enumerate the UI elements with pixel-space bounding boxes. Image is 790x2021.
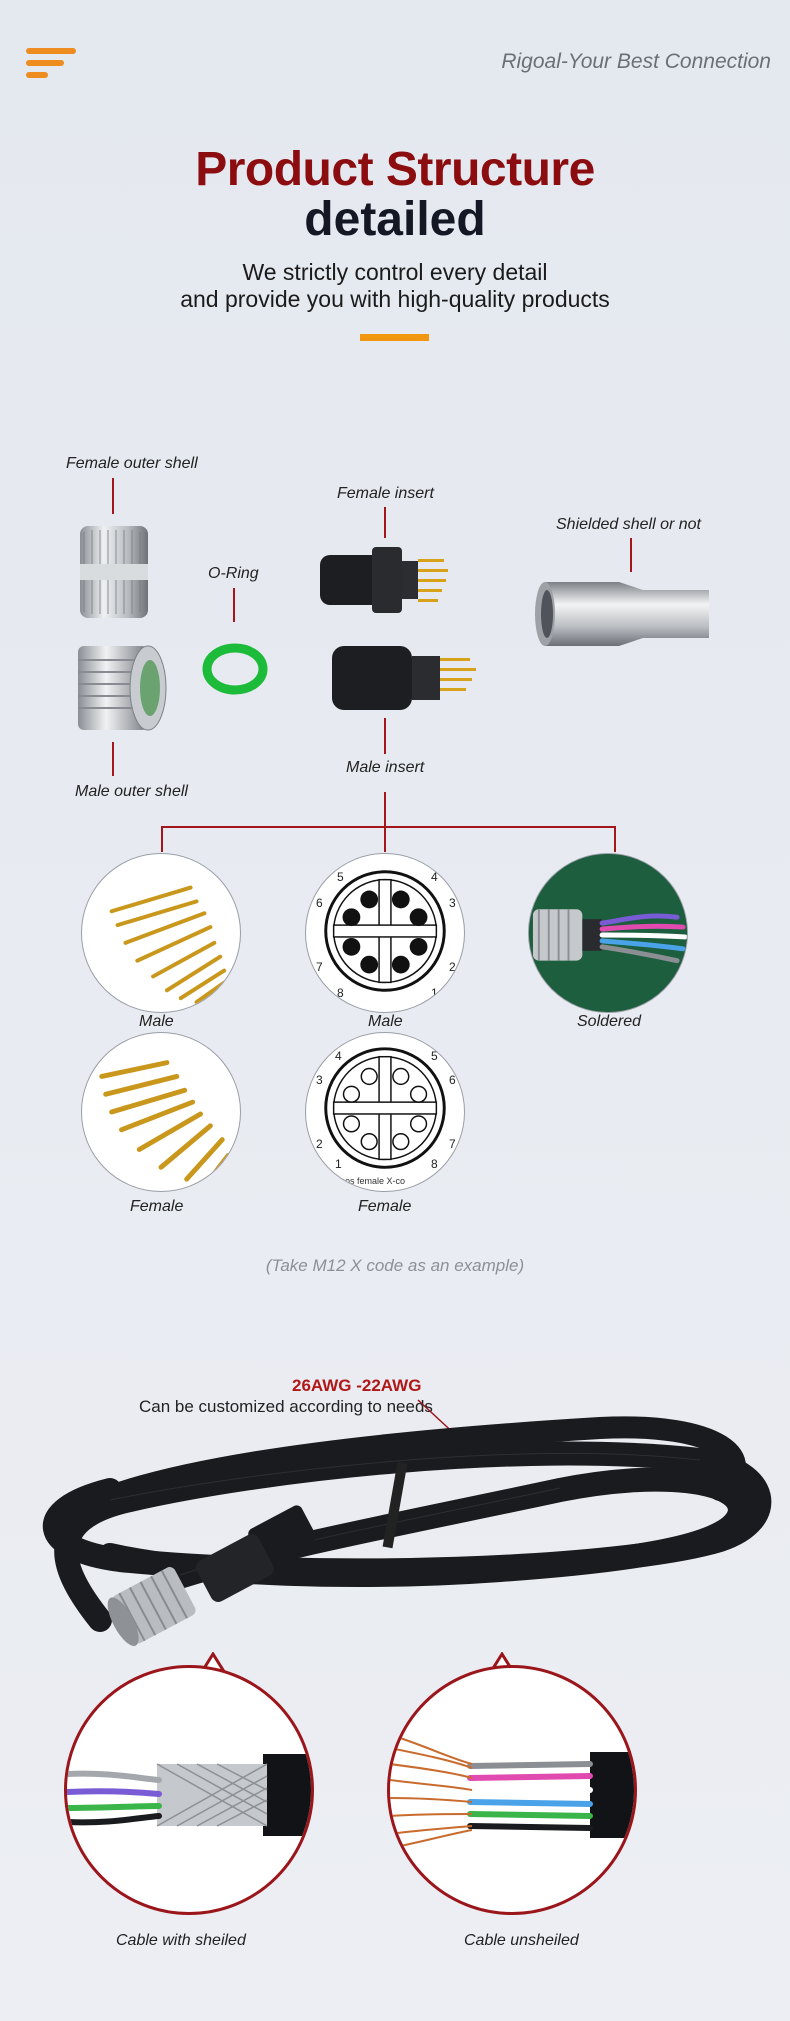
tree-trunk-line: [384, 792, 386, 828]
menu-bar-bottom: [26, 72, 48, 78]
unshielded-cable-image: [390, 1737, 634, 1847]
title-divider: [360, 334, 429, 341]
label-soldered: Soldered: [577, 1013, 642, 1030]
subtitle-line-1: We strictly control every detail: [242, 259, 548, 285]
male-pins-image: [109, 885, 233, 1005]
menu-bar-middle: [26, 60, 64, 66]
label-male-pins: Male: [139, 1013, 174, 1030]
label-female-face: Female: [358, 1198, 412, 1215]
pin-label: 7: [316, 960, 323, 974]
leader-line-male-outer-shell: [112, 742, 114, 776]
pin-label: 7: [449, 1137, 456, 1151]
awg-range-label: 26AWG -22AWG: [292, 1376, 422, 1395]
label-female-outer-shell: Female outer shell: [66, 455, 198, 472]
tree-branch-left: [161, 826, 163, 852]
unshielded-cable-zoom: [387, 1665, 637, 1915]
page-title-secondary: detailed: [304, 193, 486, 246]
tree-branch-center: [384, 826, 386, 852]
male-pinout-diagram: [324, 870, 446, 992]
male-face-circle: 5 4 6 3 7 2 8 1: [305, 853, 465, 1013]
soldered-circle: [528, 853, 688, 1013]
label-male-face: Male: [368, 1013, 403, 1030]
caption-unshielded-cable: Cable unsheiled: [464, 1932, 579, 1949]
leader-line-o-ring: [233, 588, 235, 622]
female-insert-image: [320, 547, 448, 613]
pin-label: 3: [316, 1073, 323, 1087]
pin-label: 8: [431, 1157, 438, 1171]
pin-label: 5: [337, 870, 344, 884]
pin-label: 3: [449, 896, 456, 910]
male-pins-circle: [81, 853, 241, 1013]
pin-label: 1: [335, 1157, 342, 1171]
o-ring-image: [202, 643, 268, 695]
label-female-insert: Female insert: [337, 485, 434, 502]
menu-bar-top: [26, 48, 76, 54]
cable-assembly-image: [42, 1399, 772, 1646]
pin-label: 2: [449, 960, 456, 974]
shielded-cable-image: [67, 1754, 311, 1836]
hamburger-menu-icon[interactable]: [26, 48, 76, 80]
label-shielded-shell: Shielded shell or not: [556, 516, 701, 533]
label-o-ring: O-Ring: [208, 565, 259, 582]
pin-label: 5: [431, 1049, 438, 1063]
female-pins-circle: [81, 1032, 241, 1192]
tree-branch-right: [614, 826, 616, 852]
pin-label: 4: [335, 1049, 342, 1063]
shielded-cable-zoom: [64, 1665, 314, 1915]
pin-label: 1: [431, 986, 438, 1000]
pinout-caption: 8-pos female X-co: [332, 1176, 406, 1186]
label-male-outer-shell: Male outer shell: [75, 783, 188, 800]
brand-tagline: Rigoal-Your Best Connection: [501, 50, 771, 73]
example-note: (Take M12 X code as an example): [265, 1256, 525, 1275]
awg-description: Can be customized according to needs: [139, 1397, 433, 1416]
female-pinout-diagram: [324, 1047, 446, 1169]
label-female-pins: Female: [130, 1198, 184, 1215]
tree-horizontal-line: [161, 826, 616, 828]
pin-label: 6: [449, 1073, 456, 1087]
leader-line-female-outer-shell: [112, 478, 114, 514]
subtitle-line-2: and provide you with high-quality produc…: [180, 286, 610, 312]
leader-line-male-insert: [384, 718, 386, 754]
caption-shielded-cable: Cable with sheiled: [116, 1932, 246, 1949]
page-subtitle: We strictly control every detail and pro…: [0, 259, 790, 313]
page-title: Product Structure: [195, 143, 595, 196]
leader-line-shielded-shell: [630, 538, 632, 572]
pin-label: 8: [337, 986, 344, 1000]
male-outer-shell-image: [78, 645, 167, 731]
pin-label: 6: [316, 896, 323, 910]
leader-line-female-insert: [384, 507, 386, 538]
shielded-shell-image: [535, 582, 709, 646]
male-insert-image: [332, 646, 476, 710]
pin-label: 2: [316, 1137, 323, 1151]
label-male-insert: Male insert: [346, 759, 425, 776]
female-face-circle: 4 5 3 6 2 7 1 8 8-pos female X-co: [305, 1032, 465, 1192]
female-outer-shell-image: [80, 526, 148, 618]
soldered-connector-image: [529, 854, 687, 1012]
female-pins-image: [99, 1060, 231, 1184]
pin-label: 4: [431, 870, 438, 884]
